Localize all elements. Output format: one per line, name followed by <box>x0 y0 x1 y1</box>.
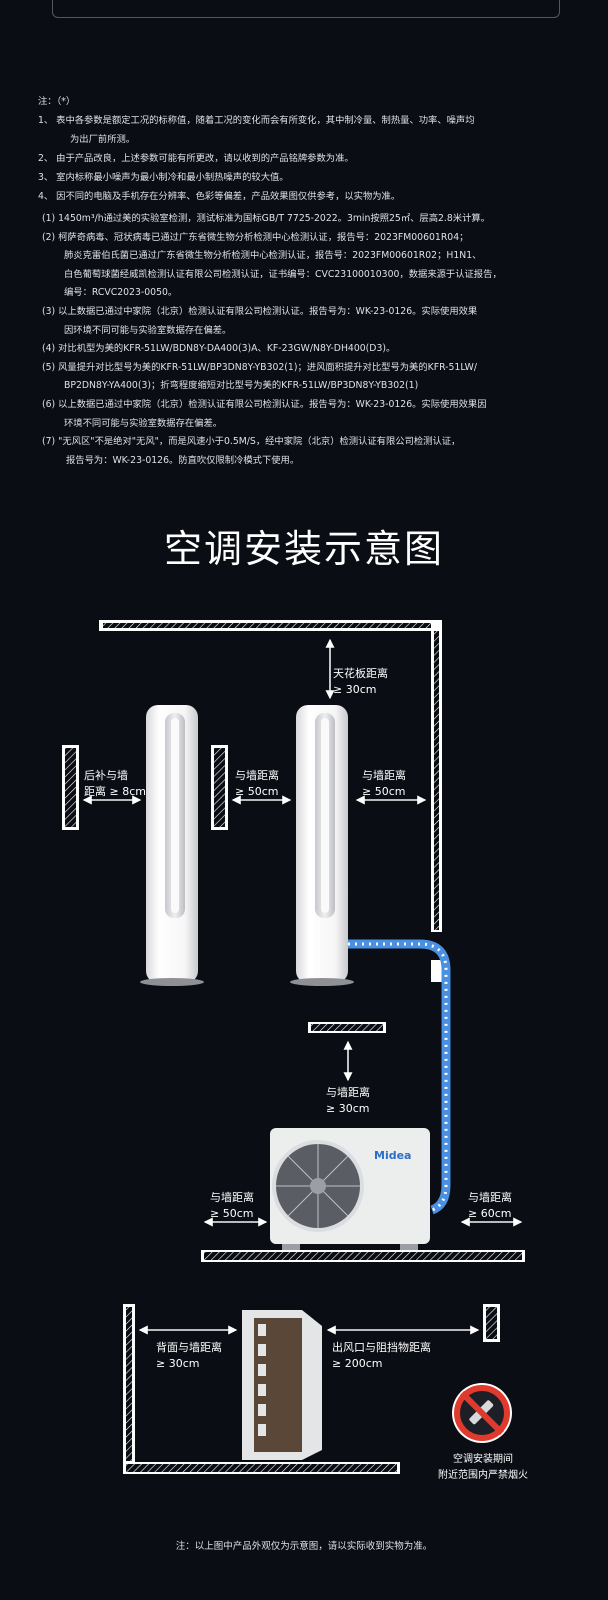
footnotes-block: (1) 1450m³/h通过美的实验室检测，测试标准为国标GB/T 7725-2… <box>42 210 587 470</box>
right-distance-label: 与墙距离≥ 50cm <box>362 769 406 798</box>
note-item: 1、 表中各参数是额定工况的标称值，随着工况的变化而会有所变化，其中制冷量、制热… <box>38 115 475 126</box>
footnote: (3) 以上数据已通过中家院（北京）检测认证有限公司检测认证。报告号为：WK-2… <box>42 305 478 317</box>
brand-logo: Midea <box>374 1149 412 1162</box>
wall-side-left <box>123 1304 135 1464</box>
footnote: 编号：RCVC2023-0050。 <box>64 287 178 299</box>
note-item: 4、 因不同的电脑及手机存在分辨率、色彩等偏差，产品效果图仅供参考，以实物为准。 <box>38 191 401 202</box>
ceiling-distance-label: 天花板距离≥ 30cm <box>333 667 388 696</box>
indoor-unit-left <box>140 705 204 986</box>
footnote: (1) 1450m³/h通过美的实验室检测，测试标准为国标GB/T 7725-2… <box>42 213 490 224</box>
wall-segment-mid <box>211 745 228 830</box>
footnote: (2) 柯萨奇病毒、冠状病毒已通过广东省微生物分析检测中心检测认证，报告号：20… <box>42 231 469 243</box>
back-distance-label: 背面与墙距离≥ 30cm <box>156 1341 222 1370</box>
footnote: 环境不同可能与实验室数据存在偏差。 <box>64 417 223 429</box>
refrigerant-pipe <box>348 939 451 1215</box>
no-smoking-icon <box>452 1383 512 1443</box>
note-item: 3、 室内标称最小噪声为最小制冷和最小制热噪声的较大值。 <box>38 172 289 183</box>
rear-distance-label: 后补与墙距离 ≥ 8cm <box>84 769 146 798</box>
ground-side <box>123 1462 400 1474</box>
outdoor-right-distance-label: 与墙距离≥ 60cm <box>468 1191 512 1220</box>
dimension-arrows <box>82 638 523 1335</box>
footnote: BP2DN8Y-YA400(3)；折弯程度缩短对比型号为美的KFR-51LW/B… <box>64 380 419 392</box>
outdoor-left-distance-label: 与墙距离≥ 50cm <box>210 1191 254 1220</box>
notes-block: 注：（*） 1、 表中各参数是额定工况的标称值，随着工况的变化而会有所变化，其中… <box>38 92 583 206</box>
ground-outdoor <box>201 1250 525 1262</box>
outdoor-unit-front <box>270 1128 430 1250</box>
footnote: (7) "无风区"不是绝对"无风"，而是风速小于0.5M/S，经中家院（北京）检… <box>42 436 461 448</box>
mid-distance-label: 与墙距离≥ 50cm <box>235 769 279 798</box>
footnote: (6) 以上数据已通过中家院（北京）检测认证有限公司检测认证。报告号为：WK-2… <box>42 398 487 410</box>
top-frame <box>52 0 560 18</box>
footnote: 肺炎克雷伯氏菌已通过广东省微生物分析检测中心检测认证，报告号：2023FM006… <box>64 250 482 262</box>
notes-heading: 注：（*） <box>38 96 76 107</box>
outdoor-top-distance-label: 与墙距离≥ 30cm <box>326 1086 370 1115</box>
note-item: 为出厂前所测。 <box>70 134 136 145</box>
footnote: (4) 对比机型为美的KFR-51LW/BDN8Y-DA400(3)A、KF-2… <box>42 343 396 355</box>
footnote: (5) 风量提升对比型号为美的KFR-51LW/BP3DN8Y-YB302(1)… <box>42 361 477 373</box>
note-item: 2、 由于产品改良，上述参数可能有所更改，请以收到的产品铭牌参数为准。 <box>38 153 354 164</box>
obstacle-wall <box>483 1304 500 1342</box>
outdoor-unit-side <box>242 1310 322 1460</box>
indoor-unit-right <box>290 705 354 986</box>
bottom-note: 注：以上图中产品外观仅为示意图，请以实际收到实物为准。 <box>175 1541 433 1552</box>
wall-segment-left <box>62 745 79 830</box>
outlet-distance-label: 出风口与阻挡物距离≥ 200cm <box>332 1341 431 1370</box>
no-smoking-label: 空调安装期间附近范围内严禁烟火 <box>438 1454 528 1481</box>
footnote: 因环境不同可能与实验室数据存在偏差。 <box>64 324 232 336</box>
footnote: 白色葡萄球菌经威凯检测认证有限公司检测认证，证书编号：CVC2310001030… <box>64 268 502 280</box>
wall-segment-outdoor-top <box>308 1022 386 1033</box>
diagram-title: 空调安装示意图 <box>163 527 444 571</box>
footnote: 报告号为：WK-23-0126。防直吹仅限制冷模式下使用。 <box>66 454 300 466</box>
room-wall <box>99 620 442 982</box>
